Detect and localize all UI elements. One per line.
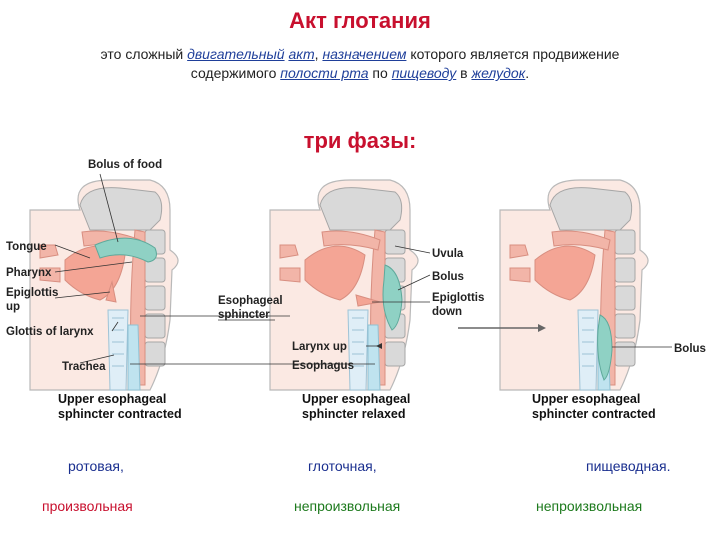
link-pishchevod[interactable]: пищеводу [391, 65, 457, 81]
bolus-shape [94, 237, 157, 263]
page-title: Акт глотания [289, 8, 431, 33]
phase-name-pharyngeal: глоточная, [308, 458, 377, 474]
label-bolus-right: Bolus [674, 343, 706, 355]
panel-esophageal-phase [499, 179, 649, 391]
label-epiglottis-up-2: up [6, 301, 20, 313]
caption-2-line-1: Upper esophageal [302, 392, 410, 406]
label-tongue: Tongue [6, 241, 47, 253]
caption-1-line-2: sphincter contracted [58, 407, 182, 421]
phase-type-pharyngeal: непроизвольная [294, 498, 401, 514]
caption-2-line-2: sphincter relaxed [302, 407, 406, 421]
label-esophageal-2: sphincter [218, 309, 270, 321]
label-pharynx: Pharynx [6, 267, 52, 279]
phases-title: три фазы: [303, 128, 417, 153]
label-bolus-mid: Bolus [432, 271, 464, 283]
label-glottis: Glottis of larynx [6, 326, 94, 338]
phase-name-esophageal: пищеводная. [586, 458, 671, 474]
phase-type-oral: произвольная [42, 498, 133, 514]
intro-text: это сложный двигательный акт, назначение… [100, 46, 620, 81]
label-esophagus: Esophagus [292, 360, 354, 372]
bolus-shape [597, 314, 613, 381]
label-bolus-of-food: Bolus of food [88, 159, 162, 171]
panel-oral-phase [29, 179, 179, 391]
label-larynx-up: Larynx up [292, 341, 347, 353]
caption-3-line-2: sphincter contracted [532, 407, 656, 421]
link-akt[interactable]: акт [288, 46, 315, 62]
label-trachea: Trachea [62, 361, 106, 373]
link-dvigatelny[interactable]: двигательный [187, 46, 285, 62]
phase-name-oral: ротовая, [68, 458, 124, 474]
caption-3-line-1: Upper esophageal [532, 392, 640, 406]
label-epiglottis-down-2: down [432, 306, 462, 318]
label-esophageal-1: Esophageal [218, 295, 283, 307]
caption-1-line-1: Upper esophageal [58, 392, 166, 406]
swallowing-diagram: Bolus of food Tongue Pharynx Epiglottis … [6, 159, 706, 421]
panel-pharyngeal-phase [269, 179, 419, 391]
phase-type-esophageal: непроизвольная [536, 498, 643, 514]
link-zheludok[interactable]: желудок [471, 65, 526, 81]
label-epiglottis-down-1: Epiglottis [432, 292, 484, 304]
link-polost-rta[interactable]: полости рта [280, 65, 369, 81]
link-naznacheniem[interactable]: назначением [322, 46, 407, 62]
label-uvula: Uvula [432, 248, 464, 260]
label-epiglottis-up-1: Epiglottis [6, 287, 58, 299]
